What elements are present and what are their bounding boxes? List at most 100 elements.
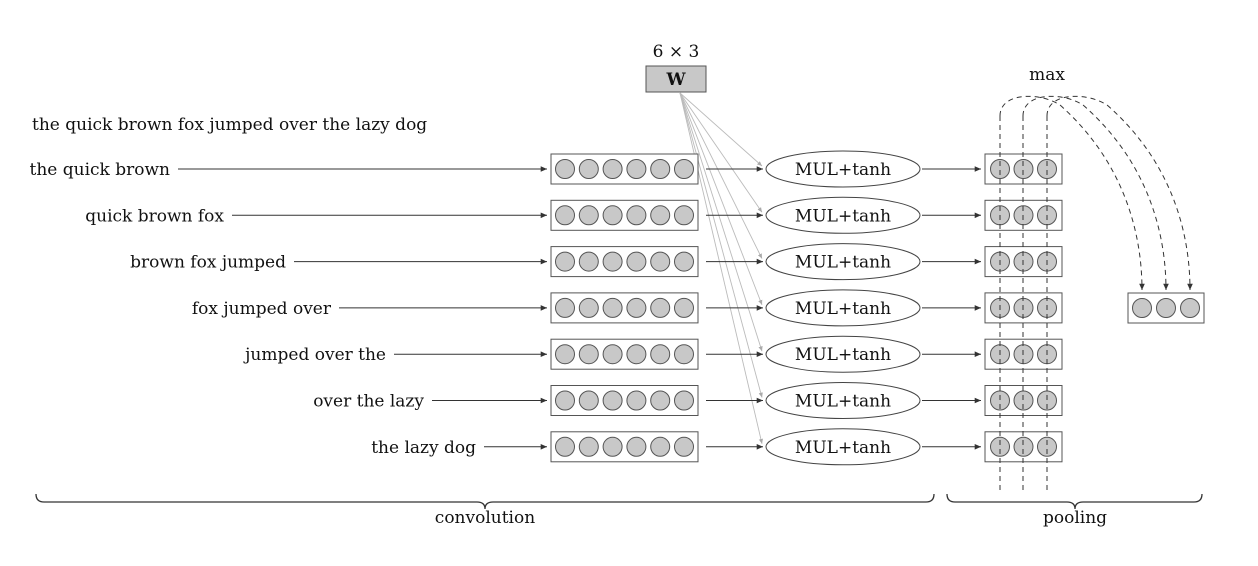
ngram-row: the quick brown MUL+tanh (30, 150, 1063, 188)
mul-tanh-node (765, 243, 921, 281)
convolution-brace (35, 493, 935, 510)
embedding-vector-box (550, 153, 699, 185)
mul-tanh-label: MUL+tanh (795, 206, 891, 226)
ngram-label: quick brown fox (85, 206, 224, 226)
embedding-cell (626, 344, 647, 365)
output-cell (1132, 298, 1152, 318)
embedding-cell (674, 205, 694, 226)
mul-tanh-node (765, 382, 921, 419)
embedding-cell (626, 390, 647, 411)
weight-line (679, 92, 763, 306)
weight-line (679, 92, 763, 167)
weight-matrix-box (645, 65, 707, 93)
embedding-cell (555, 205, 575, 226)
output-cell (1156, 298, 1176, 318)
mul-tanh-label: MUL+tanh (795, 160, 891, 180)
output-vector (1127, 292, 1205, 324)
embedding-cell (626, 297, 647, 318)
embedding-cell (555, 390, 575, 411)
ngram-label: brown fox jumped (130, 253, 286, 273)
embedding-cell (674, 159, 694, 179)
embedding-cell (578, 390, 599, 411)
embedding-cell (674, 436, 694, 457)
embedding-cell (602, 436, 623, 457)
ngram-label: fox jumped over (192, 299, 332, 319)
mul-tanh-node (765, 428, 921, 466)
mul-tanh-label: MUL+tanh (795, 345, 891, 365)
embedding-cell (602, 159, 623, 179)
embedding-cell (650, 205, 671, 226)
feature-cell (990, 390, 1010, 411)
ngram-row: fox jumped over MUL+tanh (192, 289, 1063, 327)
embedding-cell (650, 159, 671, 179)
output-cell (1180, 298, 1200, 318)
ngram-row: the lazy dog MUL+tanh (371, 428, 1063, 466)
mul-tanh-label: MUL+tanh (795, 438, 891, 458)
ngram-row: brown fox jumped MUL+tanh (130, 243, 1063, 281)
embedding-cell (555, 159, 575, 179)
embedding-cell (555, 297, 575, 318)
sentence-label: the quick brown fox jumped over the lazy… (32, 115, 427, 135)
weight-line (679, 92, 763, 398)
feature-cell (1013, 436, 1034, 457)
ngram-label: jumped over the (243, 345, 386, 365)
embedding-cell (578, 344, 599, 365)
embedding-cell (626, 436, 647, 457)
feature-cell (1037, 390, 1057, 411)
embedding-cell (602, 297, 623, 318)
embedding-cell (602, 205, 623, 226)
embedding-vector-box (550, 431, 699, 463)
embedding-cell (602, 251, 623, 272)
embedding-cell (674, 390, 694, 411)
max-label: max (1029, 65, 1065, 85)
embedding-cell (555, 436, 575, 457)
feature-cell (990, 159, 1010, 179)
feature-cell (1037, 159, 1057, 179)
embedding-cell (626, 251, 647, 272)
ngram-label: the lazy dog (371, 438, 476, 458)
weight-matrix-label: W (665, 70, 686, 90)
embedding-cell (674, 251, 694, 272)
mul-tanh-label: MUL+tanh (795, 299, 891, 319)
feature-cell (1013, 390, 1034, 411)
embedding-cell (555, 344, 575, 365)
feature-cell (1013, 159, 1034, 179)
feature-cell (1037, 436, 1057, 457)
ngram-label: the quick brown (30, 160, 171, 180)
feature-cell (990, 436, 1010, 457)
embedding-cell (602, 390, 623, 411)
embedding-vector-box (550, 199, 699, 231)
mul-tanh-node (765, 196, 921, 234)
embedding-cell (626, 159, 647, 179)
weight-line (679, 92, 763, 444)
embedding-cell (650, 297, 671, 318)
weight-line (679, 92, 763, 259)
embedding-cell (555, 251, 575, 272)
embedding-cell (650, 344, 671, 365)
ngram-row: quick brown fox MUL+tanh (85, 196, 1063, 234)
mul-tanh-node (765, 335, 921, 373)
embedding-cell (578, 159, 599, 179)
embedding-cell (578, 251, 599, 272)
mul-tanh-label: MUL+tanh (795, 392, 891, 412)
embedding-vector-box (550, 292, 699, 324)
embedding-vector-box (550, 246, 699, 278)
ngram-label: over the lazy (313, 392, 424, 412)
weight-dims-label: 6 × 3 (653, 42, 700, 62)
weight-line (679, 92, 763, 213)
embedding-cell (578, 436, 599, 457)
embedding-cell (626, 205, 647, 226)
embedding-vector-box (550, 385, 699, 416)
mul-tanh-node (765, 150, 921, 188)
embedding-cell (674, 297, 694, 318)
max-pool-arc (1046, 95, 1193, 291)
mul-tanh-label: MUL+tanh (795, 253, 891, 273)
embedding-cell (602, 344, 623, 365)
embedding-cell (578, 297, 599, 318)
ngram-row: over the lazy MUL+tanh (313, 382, 1063, 419)
embedding-cell (650, 436, 671, 457)
mul-tanh-node (765, 289, 921, 327)
convolution-label: convolution (435, 508, 535, 528)
